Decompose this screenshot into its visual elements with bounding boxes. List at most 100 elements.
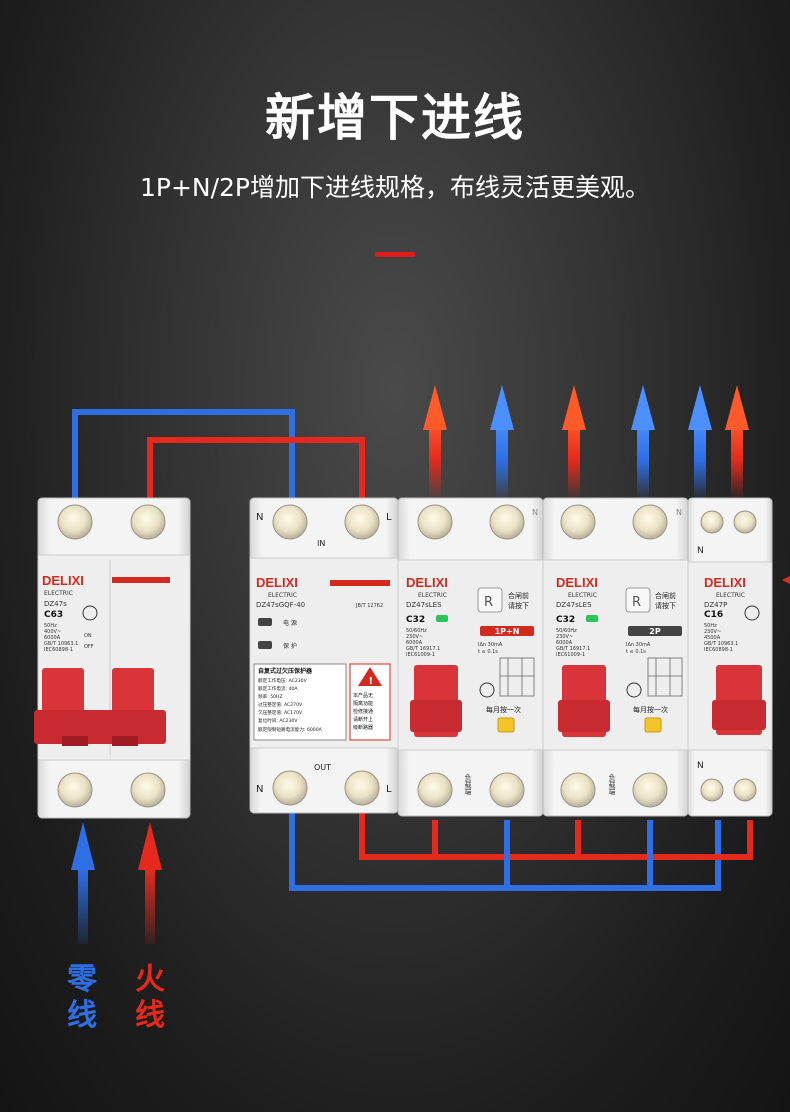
breaker-dz47s-c63: DELIXI ELECTRIC DZ47s C63 50Hz 400V~ 600…: [34, 497, 191, 819]
power-led: [258, 618, 272, 626]
screw-terminal[interactable]: [272, 770, 308, 806]
screw-terminal[interactable]: [733, 778, 757, 802]
neutral-wire-label: 零线: [67, 962, 97, 1033]
terminal-n-label: N: [697, 546, 704, 556]
terminal-l-label: L: [386, 784, 392, 795]
arrow-up-live-2: [562, 385, 586, 500]
screw-terminal[interactable]: [733, 510, 757, 534]
monthly-test-note: 每月按一次: [486, 705, 521, 714]
in-label: IN: [317, 539, 325, 548]
screw-terminal[interactable]: [130, 772, 166, 808]
screw-terminal[interactable]: [489, 504, 525, 540]
reset-label: R: [632, 595, 641, 610]
screw-terminal[interactable]: [632, 772, 668, 808]
svg-text:!: !: [369, 676, 374, 687]
terminal-n-label: N: [697, 761, 704, 771]
brand-logo: DELIXI: [406, 575, 448, 590]
spec-panel: [253, 663, 347, 741]
terminal-n-label: N: [676, 508, 682, 517]
brand-logo: DELIXI: [556, 575, 598, 590]
panel-title: 自复式过欠压保护器: [258, 667, 313, 675]
test-button[interactable]: [497, 717, 515, 733]
terminal-n-label: N: [532, 508, 538, 517]
arrow-up-live-3: [725, 385, 749, 500]
panel-line: 额定限制短路电流能力: 6000A: [258, 726, 323, 733]
edge-arrow-icon: [782, 576, 790, 584]
arrow-in-live: [138, 822, 162, 944]
pole-badge-text: 2P: [649, 627, 661, 636]
rating-label: C63: [44, 610, 63, 620]
protect-label: 保 护: [283, 642, 297, 650]
spec-line: 400V~: [44, 629, 61, 635]
spec-line: GB/T 16917.1: [556, 646, 590, 652]
model-label: DZ47s: [44, 600, 67, 608]
screw-terminal[interactable]: [560, 772, 596, 808]
screw-terminal[interactable]: [344, 770, 380, 806]
lever-bridge[interactable]: [34, 710, 166, 744]
spec-line: 230V~: [556, 634, 573, 640]
screw-terminal[interactable]: [489, 772, 525, 808]
live-wire-label: 火线: [135, 962, 165, 1033]
test-button[interactable]: [644, 717, 662, 733]
rating-label: C32: [556, 615, 575, 625]
on-label: ON: [84, 633, 92, 639]
load-label: 负载端: [464, 773, 472, 796]
note-line: 请按下: [508, 601, 529, 610]
spec-line: IEC60898-1: [44, 647, 73, 653]
ccc-mark-icon: [744, 605, 760, 621]
page-subtitle: 1P+N/2P增加下进线规格，布线灵活更美观。: [139, 173, 651, 202]
screw-terminal[interactable]: [417, 504, 453, 540]
spec-line: IEC60898-1: [704, 647, 733, 653]
spec-line: GB/T 10963.1: [44, 641, 78, 647]
status-led: [586, 615, 598, 622]
accent-bar: [375, 252, 415, 257]
screw-terminal[interactable]: [130, 504, 166, 540]
off-label: OFF: [84, 644, 94, 650]
breaker-dz47sles-2p: N DELIXI ELECTRIC DZ47sLES C32 R 合闸前 请按下…: [542, 497, 689, 817]
breaker-dz47p-c16: N N DELIXI ELECTRIC DZ47P C16 50Hz 230V~…: [687, 497, 773, 817]
spec-line: IEC61009-1: [556, 652, 585, 658]
red-stripe: [330, 580, 390, 586]
warning-line: 检修接通: [353, 708, 373, 715]
breaker-dz47sgqf-40: N L IN N L OUT DELIXI ELECTRIC DZ47sGQF-…: [249, 497, 399, 814]
input-arrows: [71, 822, 162, 944]
power-label: 电 源: [283, 619, 297, 627]
ccc-mark-icon: [626, 682, 642, 698]
screw-terminal[interactable]: [272, 504, 308, 540]
warning-line: 隔离功能: [353, 700, 373, 707]
screw-terminal[interactable]: [344, 504, 380, 540]
panel-line: 欠压整定值: AC170V: [258, 709, 303, 716]
model-label: DZ47sLES: [556, 601, 592, 609]
screw-terminal[interactable]: [57, 772, 93, 808]
screw-terminal[interactable]: [560, 504, 596, 540]
screw-terminal[interactable]: [700, 778, 724, 802]
reset-button[interactable]: [477, 587, 503, 613]
arrow-up-neutral-3: [688, 385, 712, 500]
screw-terminal[interactable]: [632, 504, 668, 540]
spec-line: 50Hz: [704, 623, 717, 629]
brand-sub: ELECTRIC: [568, 592, 597, 599]
out-label: OUT: [314, 763, 331, 772]
arrow-up-neutral-2: [631, 385, 655, 500]
warning-line: 本产品无: [353, 692, 373, 699]
circuit-diagram-icon: [647, 657, 683, 697]
screw-terminal[interactable]: [57, 504, 93, 540]
screw-terminal[interactable]: [700, 510, 724, 534]
reset-button[interactable]: [625, 587, 651, 613]
ccc-mark-icon: [479, 682, 495, 698]
brand-logo: DELIXI: [704, 575, 746, 590]
trip-time-label: t ≤ 0.1s: [478, 649, 498, 655]
leakage-label: IΔn 30mA: [626, 642, 651, 648]
spec-line: GB/T 10963.1: [704, 641, 738, 647]
model-label: DZ47P: [704, 601, 727, 609]
monthly-test-note: 每月按一次: [633, 705, 668, 714]
screw-terminal[interactable]: [417, 772, 453, 808]
standard-label: JB/T 12762: [355, 603, 383, 609]
panel-line: 过压整定值: AC270V: [258, 701, 303, 708]
ccc-mark-icon: [82, 605, 98, 621]
brand-sub: ELECTRIC: [268, 592, 297, 599]
spec-line: 50/60Hz: [556, 628, 577, 634]
terminal-n-label: N: [256, 784, 263, 795]
breaker-dz47sles-1pn: N DELIXI ELECTRIC DZ47sLES C32 R 合闸前 请按下…: [397, 497, 544, 817]
